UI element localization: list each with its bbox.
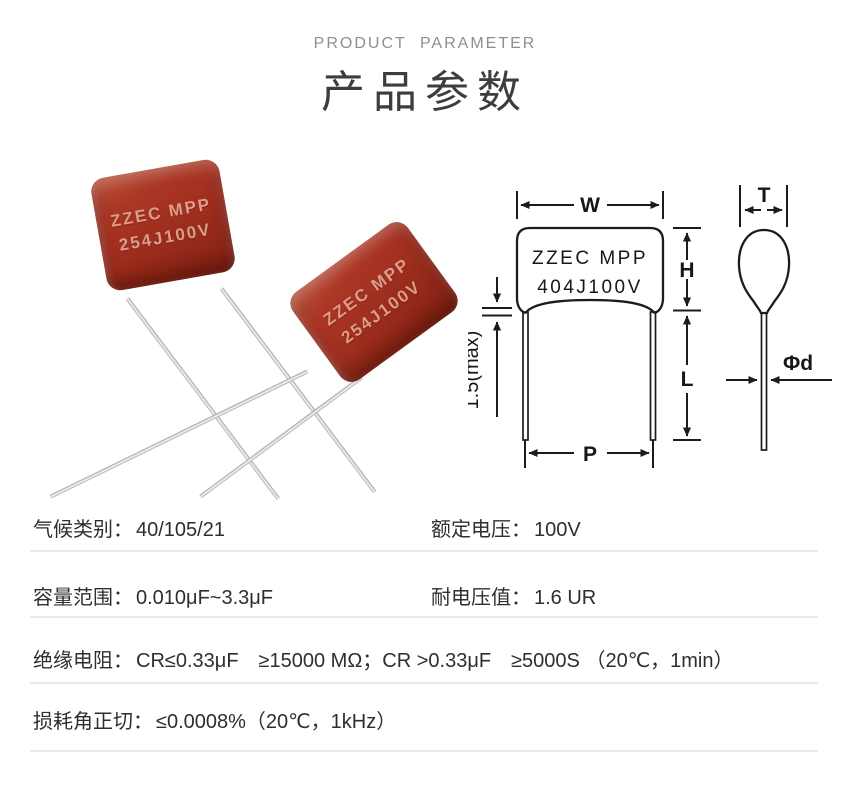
spec-row-capacitance-withstand: 容量范围：0.010μF~3.3μF 耐电压值：1.6 UR xyxy=(30,552,818,618)
spec-label: 容量范围： xyxy=(33,586,133,609)
page-title: 产品参数 xyxy=(321,68,529,117)
lead-wire xyxy=(49,369,309,499)
dim-label-L: L xyxy=(681,368,694,391)
visual-band: ZZEC MPP 254J100V ZZEC MPP 254J100V xyxy=(0,150,850,508)
spec-label: 额定电压： xyxy=(431,518,531,541)
dim-label-T: T xyxy=(758,184,771,207)
spec-value: 0.010μF~3.3μF xyxy=(136,586,274,609)
spec-rated-voltage: 额定电压：100V xyxy=(428,513,818,542)
spec-label: 损耗角正切： xyxy=(33,710,153,733)
spec-capacitance-range: 容量范围：0.010μF~3.3μF xyxy=(30,581,428,610)
dim-label-W: W xyxy=(580,194,600,217)
spec-row-climate-voltage: 气候类别：40/105/21 额定电压：100V xyxy=(30,495,818,552)
spec-label: 耐电压值： xyxy=(431,586,531,609)
spec-climate-category: 气候类别：40/105/21 xyxy=(30,513,428,542)
diagram-front-view xyxy=(482,191,701,468)
dim-label-standoff: 1.5(max) xyxy=(468,331,483,410)
diagram-side-view xyxy=(726,185,832,451)
spec-row-insulation-resistance: 绝缘电阻：CR≤0.33μF ≥15000 MΩ；CR >0.33μF ≥500… xyxy=(30,618,818,684)
spec-label: 气候类别： xyxy=(33,518,133,541)
spec-value: 40/105/21 xyxy=(136,518,225,541)
spec-table: 气候类别：40/105/21 额定电压：100V 容量范围：0.010μF~3.… xyxy=(30,495,818,752)
spec-withstand-voltage: 耐电压值：1.6 UR xyxy=(428,581,818,610)
dim-label-P: P xyxy=(583,443,597,466)
spec-value: 100V xyxy=(534,518,581,541)
spec-value: 1.6 UR xyxy=(534,586,597,609)
dim-label-H: H xyxy=(679,259,694,282)
lead-wire xyxy=(198,375,364,499)
spec-value: ≤0.0008%（20℃，1kHz） xyxy=(156,710,397,733)
diagram-body-brand: ZZEC MPP xyxy=(532,248,648,269)
spec-insulation-resistance: 绝缘电阻：CR≤0.33μF ≥15000 MΩ；CR >0.33μF ≥500… xyxy=(30,644,734,673)
dim-label-lead-diameter: Φd xyxy=(783,352,813,375)
spec-value: CR≤0.33μF ≥15000 MΩ；CR >0.33μF ≥5000S （2… xyxy=(136,649,734,672)
spec-label: 绝缘电阻： xyxy=(33,649,133,672)
capacitor-back-photo: ZZEC MPP 254J100V xyxy=(284,216,464,388)
capacitor-front-photo: ZZEC MPP 254J100V xyxy=(89,157,237,293)
spec-row-dissipation-factor: 损耗角正切：≤0.0008%（20℃，1kHz） xyxy=(30,684,818,752)
header-eyebrow: PRODUCT PARAMETER xyxy=(313,35,537,52)
lead-wire xyxy=(125,296,281,501)
spec-dissipation-factor: 损耗角正切：≤0.0008%（20℃，1kHz） xyxy=(30,705,396,734)
dimension-diagram: W ZZEC MPP 404J100V H L P 1.5(max) T Φd xyxy=(468,184,832,468)
diagram-body-code: 404J100V xyxy=(537,277,643,298)
